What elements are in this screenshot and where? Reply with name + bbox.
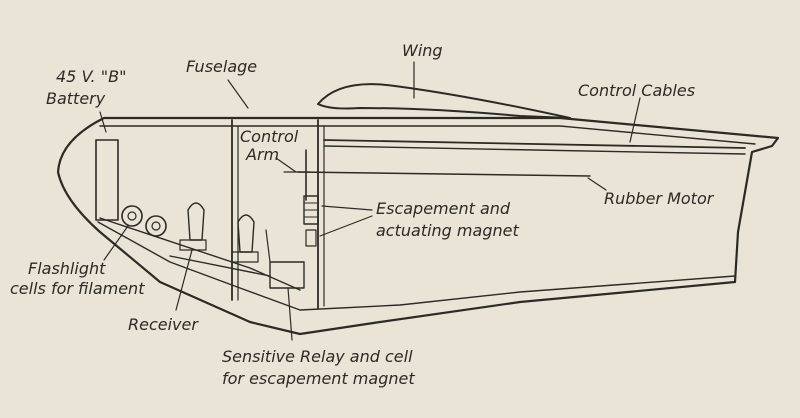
leader-fuselage — [227, 79, 249, 109]
leader-flashlight — [103, 225, 129, 261]
receiver-tube-2-base — [231, 251, 259, 263]
label-fuselage: Fuselage — [186, 57, 257, 76]
label-battery-line1: 45 V. "B" — [56, 67, 126, 86]
leader-control-arm — [275, 157, 297, 173]
flashlight-cell-1 — [121, 205, 143, 227]
label-escapement-line1: Escapement and — [376, 199, 511, 218]
actuating-magnet — [305, 229, 317, 247]
fuselage-outline — [56, 116, 780, 336]
receiver-chassis — [169, 255, 271, 277]
label-wing: Wing — [402, 41, 443, 60]
fuselage-inner-bottom-line — [97, 221, 736, 311]
fuselage-inner-top-line — [99, 125, 756, 145]
sensitive-relay-box — [269, 261, 305, 289]
receiver-tube-1-base — [179, 239, 207, 251]
label-receiver: Receiver — [128, 315, 199, 334]
flashlight-cell-2-core — [151, 221, 161, 231]
receiver-tube-1 — [187, 202, 205, 241]
leader-battery — [99, 111, 107, 133]
label-rubber-motor: Rubber Motor — [604, 189, 715, 208]
label-flashlight-line2: cells for filament — [10, 279, 145, 298]
control-cable-lower — [323, 145, 746, 155]
flashlight-cell-2 — [145, 215, 167, 237]
label-control-arm-line2: Arm — [245, 145, 279, 164]
control-cable-upper — [323, 139, 746, 149]
label-relay-line1: Sensitive Relay and cell — [222, 347, 413, 366]
label-escapement-line2: actuating magnet — [376, 221, 519, 240]
b-battery-box — [95, 139, 119, 221]
leader-receiver — [175, 249, 193, 311]
label-relay-line2: for escapement magnet — [222, 369, 415, 388]
leader-control-cables — [629, 97, 641, 143]
label-battery-line2: Battery — [46, 89, 106, 108]
leader-rubber-motor — [587, 177, 607, 191]
leader-magnet — [319, 215, 373, 237]
wing-airfoil — [317, 83, 571, 119]
flashlight-cell-1-core — [127, 211, 137, 221]
label-control-cables: Control Cables — [578, 81, 695, 100]
receiver-coil — [265, 229, 271, 263]
label-flashlight-line1: Flashlight — [28, 259, 106, 278]
leader-relay — [287, 287, 293, 341]
receiver-tube-2 — [237, 214, 255, 253]
leader-escapement — [321, 205, 373, 211]
label-control-arm-line1: Control — [240, 127, 299, 146]
rubber-motor-strand — [297, 171, 591, 177]
